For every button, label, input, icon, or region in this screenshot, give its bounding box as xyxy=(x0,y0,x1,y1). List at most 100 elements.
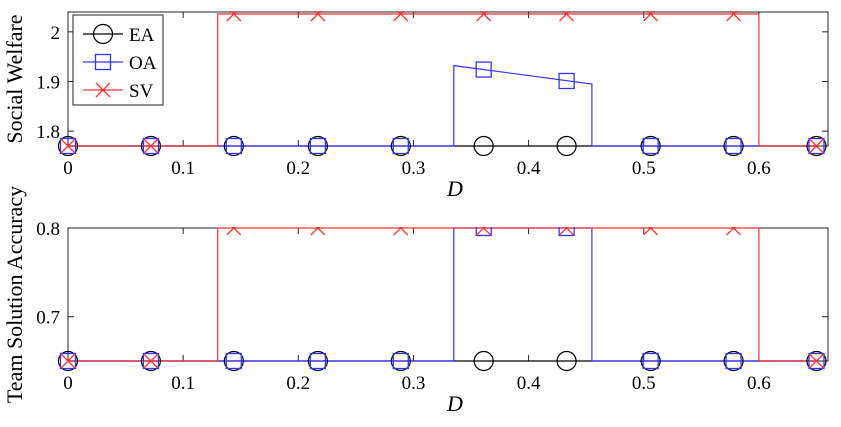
series-oa-point xyxy=(225,137,242,155)
series-ea-point xyxy=(223,135,244,157)
x-tick-label: 0.4 xyxy=(517,373,541,394)
series-oa-point xyxy=(475,61,492,78)
y-tick-label: 1.8 xyxy=(36,122,60,143)
series-sv-point xyxy=(726,227,742,236)
series-oa-point xyxy=(808,352,825,370)
x-tick-label: 0.4 xyxy=(517,158,541,179)
series-ea-point xyxy=(806,135,827,157)
series-ea-point xyxy=(556,350,577,372)
team-solution-accuracy-panel: 0 0.1 0.2 0.3 0.4 0.5 0.6 0.7 0.8D Team Solution … xyxy=(2,186,829,416)
y-tick-label: 0.7 xyxy=(36,308,60,329)
series-sv-point xyxy=(393,227,409,236)
series-oa-point xyxy=(642,137,659,155)
series-oa-point xyxy=(475,227,492,237)
series-sv-point xyxy=(143,138,159,154)
series-sv-line-group xyxy=(68,13,817,147)
series-oa-point xyxy=(558,72,575,90)
x-tick-label: 0.2 xyxy=(286,158,310,179)
series-sv-line xyxy=(68,13,817,147)
series-oa-point xyxy=(392,137,409,155)
series-oa-line-group xyxy=(68,64,817,147)
series-oa-point xyxy=(392,352,409,370)
legend-label-oa: OA xyxy=(129,53,157,74)
x-tick-label: 0.5 xyxy=(632,373,656,394)
series-oa-point xyxy=(558,227,575,237)
y-axis-label: Social Welfare xyxy=(2,14,27,143)
x-tick-label: 0.1 xyxy=(171,373,195,394)
x-tick-label: 0.5 xyxy=(632,158,656,179)
series-oa-point xyxy=(59,137,77,155)
series-sv-point xyxy=(643,227,659,236)
series-sv-point xyxy=(476,227,492,236)
series-oa-point xyxy=(225,352,242,370)
y-axis-label: Team Solution Accuracy xyxy=(2,186,27,403)
series-ea-point xyxy=(723,350,744,372)
series-oa-line xyxy=(68,64,817,147)
series-ea-point xyxy=(806,350,827,372)
series-ea-point xyxy=(473,135,494,157)
x-tick-label: 0.3 xyxy=(402,373,426,394)
series-ea-point xyxy=(223,350,244,372)
y-tick-label: 1.9 xyxy=(36,72,60,93)
x-axis-label: D xyxy=(446,176,463,201)
series-sv-point xyxy=(143,353,159,369)
series-ea-point xyxy=(723,135,744,157)
series-oa-markers xyxy=(59,227,825,370)
series-oa-point xyxy=(808,137,825,155)
series-ea-point xyxy=(390,350,411,372)
series-sv-markers xyxy=(60,227,824,369)
series-ea-point xyxy=(140,135,162,157)
axes-box xyxy=(67,11,829,147)
legend-marker-sv xyxy=(95,82,111,98)
series-oa-markers xyxy=(59,61,825,155)
x-tick-label: 0.3 xyxy=(402,158,426,179)
series-ea-point xyxy=(307,135,328,157)
y-tick-label: 0.8 xyxy=(36,219,60,240)
x-tick-label: 0.6 xyxy=(747,373,771,394)
series-ea-markers xyxy=(57,135,827,157)
x-tick-label: 0 xyxy=(63,158,73,179)
legend-marker-oa xyxy=(94,53,112,71)
series-ea-point xyxy=(556,135,577,157)
series-oa-point xyxy=(725,352,742,370)
axes-box xyxy=(67,227,829,362)
series-sv-point xyxy=(476,11,492,22)
x-tick-label: 0 xyxy=(63,373,73,394)
legend-label-ea: EA xyxy=(129,25,155,46)
series-sv-line xyxy=(68,227,817,362)
series-oa-point xyxy=(309,137,327,155)
series-sv-point xyxy=(809,138,824,154)
series-sv-point xyxy=(310,227,326,236)
series-sv-point xyxy=(643,11,659,22)
series-sv-point xyxy=(310,11,326,22)
series-oa-point xyxy=(59,352,77,370)
series-sv-point xyxy=(60,353,76,369)
x-axis-label: D xyxy=(446,391,463,416)
series-ea-point xyxy=(307,350,328,372)
series-oa-line xyxy=(68,227,817,362)
series-sv-point xyxy=(60,138,76,154)
series-sv-point xyxy=(559,227,575,236)
series-ea-point xyxy=(57,135,79,157)
series-ea-point xyxy=(640,135,661,157)
series-oa-point xyxy=(725,137,742,155)
series-ea-point xyxy=(140,350,162,372)
series-sv-point xyxy=(559,11,575,22)
series-sv-markers xyxy=(60,11,824,154)
series-oa-point xyxy=(309,352,327,370)
x-tick-label: 0.2 xyxy=(286,373,310,394)
x-tick-label: 0.1 xyxy=(171,158,195,179)
series-ea-point xyxy=(473,350,494,372)
y-tick-label: 2 xyxy=(51,23,61,44)
series-oa-point xyxy=(142,352,160,370)
series-ea-point xyxy=(390,135,411,157)
series-sv-point xyxy=(393,11,409,22)
series-sv-line-group xyxy=(68,227,817,362)
series-oa-point xyxy=(142,137,160,155)
series-ea-point xyxy=(640,350,661,372)
series-sv-point xyxy=(726,11,742,22)
series-sv-point xyxy=(226,11,242,22)
